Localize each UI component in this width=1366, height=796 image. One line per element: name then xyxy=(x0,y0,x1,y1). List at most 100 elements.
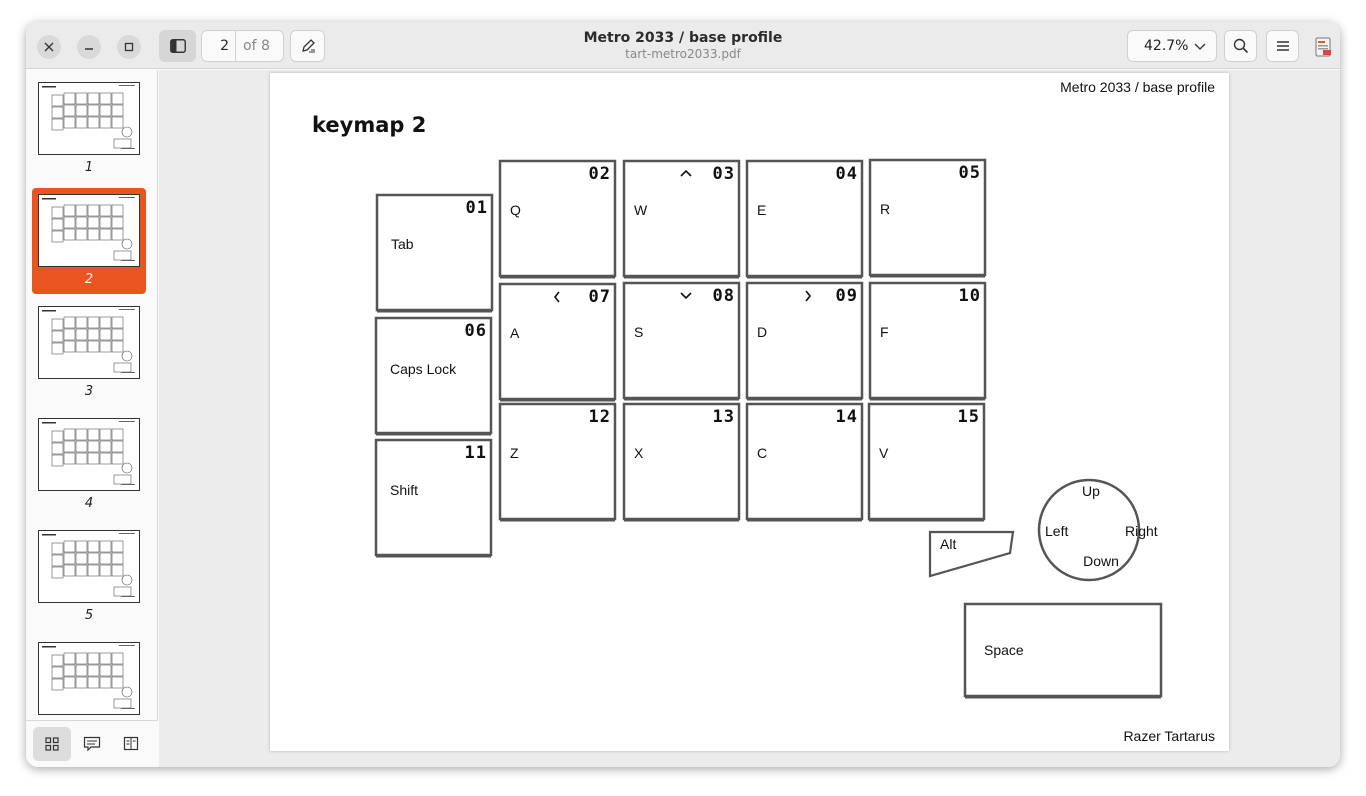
key-number: 01 xyxy=(466,198,488,218)
thumbnail-page-number: 3 xyxy=(84,384,94,399)
page-thumbnail[interactable]: 3 xyxy=(32,300,146,406)
chevron-down-icon xyxy=(1194,43,1206,50)
key-number: 06 xyxy=(465,321,487,341)
page-total-label: of 8 xyxy=(243,38,270,54)
dpad-circle xyxy=(1037,478,1141,582)
key-number: 03 xyxy=(713,164,735,184)
sidebar-toggle-button[interactable] xyxy=(159,30,196,62)
book-icon xyxy=(123,736,139,751)
key-label: S xyxy=(634,324,643,340)
page-thumbnail[interactable] xyxy=(32,636,146,720)
zoom-dropdown[interactable]: 42.7% xyxy=(1127,30,1217,62)
keypad-key xyxy=(498,159,617,278)
page-thumbnail[interactable]: 1 xyxy=(32,76,146,182)
page-thumbnail[interactable]: 4 xyxy=(32,412,146,518)
grid-icon xyxy=(45,737,59,751)
space-key xyxy=(963,602,1163,698)
key-label: R xyxy=(880,201,890,217)
key-number: 15 xyxy=(958,407,980,427)
page-thumbnail[interactable]: 5 xyxy=(32,524,146,630)
key-arrow-icon xyxy=(680,292,692,300)
keymap-heading: keymap 2 xyxy=(312,113,426,137)
thumbnail-page-number: 5 xyxy=(84,608,94,623)
alt-thumb-key xyxy=(928,530,1015,578)
key-arrow-icon xyxy=(680,169,692,177)
space-key-label: Space xyxy=(984,642,1024,658)
key-number: 07 xyxy=(589,287,611,307)
keypad-key xyxy=(498,402,617,521)
key-label: Shift xyxy=(390,482,418,498)
thumbnail-sidebar: 1 2 3 4 5 xyxy=(26,70,158,767)
alt-key-label: Alt xyxy=(940,536,956,552)
page-preview-icon xyxy=(42,197,135,261)
maximize-window-button[interactable] xyxy=(117,35,141,59)
key-number: 10 xyxy=(959,286,981,306)
key-number: 05 xyxy=(959,163,981,183)
page-preview-icon xyxy=(42,645,135,709)
page-header-text: Metro 2033 / base profile xyxy=(1060,79,1215,95)
pdf-page: Metro 2033 / base profile keymap 2 Razer T… xyxy=(270,73,1229,751)
sidebar-mode-bar xyxy=(26,720,158,767)
pen-icon xyxy=(301,39,315,53)
key-number: 08 xyxy=(713,286,735,306)
dpad-right-label: Right xyxy=(1125,523,1158,539)
app-icon xyxy=(1315,37,1333,57)
thumbnail-list: 1 2 3 4 5 xyxy=(26,70,158,720)
key-label: A xyxy=(510,325,520,341)
thumbnail-image xyxy=(38,418,140,491)
key-arrow-icon xyxy=(553,291,560,303)
thumbnail-page-number: 4 xyxy=(84,496,94,511)
search-icon xyxy=(1233,38,1248,54)
keymap-page-canvas: Metro 2033 / base profile keymap 2 Razer T… xyxy=(312,79,1215,744)
document-area[interactable]: Metro 2033 / base profile keymap 2 Razer T… xyxy=(159,70,1340,767)
thumbnail-page-number: 2 xyxy=(84,272,94,287)
thumbnail-image xyxy=(38,82,140,155)
keypad-key xyxy=(498,282,617,401)
minimize-icon xyxy=(85,48,93,50)
close-icon xyxy=(44,42,54,52)
zoom-value: 42.7% xyxy=(1144,38,1189,54)
page-preview-icon xyxy=(42,309,135,373)
thumbnails-view-button[interactable] xyxy=(33,727,71,761)
key-label: Tab xyxy=(391,236,414,252)
key-number: 09 xyxy=(836,286,858,306)
sidebar-icon xyxy=(169,39,186,53)
key-number: 14 xyxy=(836,407,858,427)
minimize-window-button[interactable] xyxy=(77,35,101,59)
key-label: C xyxy=(757,445,767,461)
bookmarks-view-button[interactable] xyxy=(112,727,150,761)
key-label: E xyxy=(757,202,766,218)
key-label: W xyxy=(634,202,648,218)
key-label: D xyxy=(757,324,767,340)
page-thumbnail[interactable]: 2 xyxy=(32,188,146,294)
keypad-key xyxy=(622,281,741,400)
main-menu-button[interactable] xyxy=(1266,30,1299,62)
document-viewer-window: of 8 Metro 2033 / base profile tart-metr… xyxy=(26,22,1340,767)
keypad-key xyxy=(745,281,864,400)
search-button[interactable] xyxy=(1224,30,1257,62)
dpad-up-label: Up xyxy=(1082,483,1100,499)
page-footer-text: Razer Tartarus xyxy=(1123,728,1215,744)
key-label: Q xyxy=(510,202,521,218)
key-number: 04 xyxy=(836,164,858,184)
keypad-key xyxy=(622,159,741,278)
key-label: Z xyxy=(510,445,519,461)
comment-icon xyxy=(83,736,101,752)
key-number: 11 xyxy=(465,443,487,463)
thumbnail-image xyxy=(38,306,140,379)
keypad-key xyxy=(745,402,864,521)
key-arrow-icon xyxy=(805,290,812,302)
header-bar: of 8 Metro 2033 / base profile tart-metr… xyxy=(26,22,1340,69)
keypad-key xyxy=(374,438,493,557)
close-window-button[interactable] xyxy=(37,35,61,59)
page-preview-icon xyxy=(42,533,135,597)
annotate-button[interactable] xyxy=(290,30,325,62)
thumbnail-page-number: 1 xyxy=(84,160,94,175)
key-label: X xyxy=(634,445,644,461)
keypad-key xyxy=(868,281,987,400)
page-number-input[interactable] xyxy=(202,31,236,61)
annotations-view-button[interactable] xyxy=(73,727,111,761)
page-preview-icon xyxy=(42,85,135,149)
key-label: Caps Lock xyxy=(390,361,457,377)
keypad-key xyxy=(868,158,987,277)
